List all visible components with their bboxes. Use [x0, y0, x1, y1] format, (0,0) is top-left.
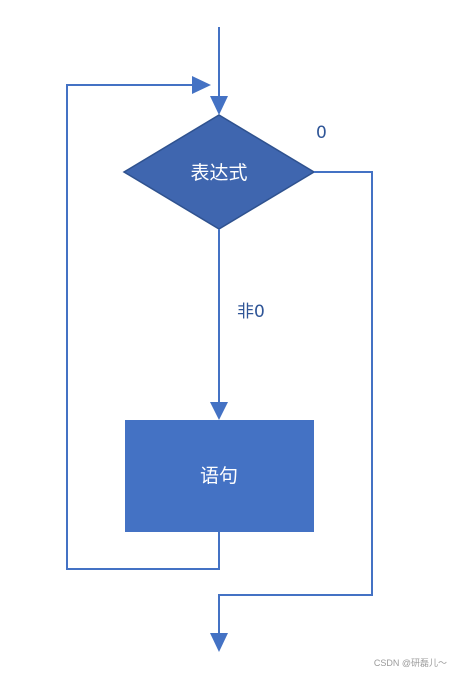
true-branch-label: 非0 [237, 302, 265, 322]
false-branch-label: 0 [316, 123, 327, 143]
watermark: CSDN @研磊儿～ [373, 658, 447, 668]
entry-arrowhead [210, 96, 228, 115]
statement-box [125, 420, 314, 532]
statement-label: 语句 [200, 465, 238, 487]
loop-back-line [66, 84, 220, 570]
false-branch-line [218, 171, 373, 635]
loop-back-arrowhead [192, 76, 211, 94]
exit-arrowhead [210, 633, 228, 652]
true-branch-arrowhead [210, 402, 228, 420]
condition-label: 表达式 [190, 162, 247, 184]
